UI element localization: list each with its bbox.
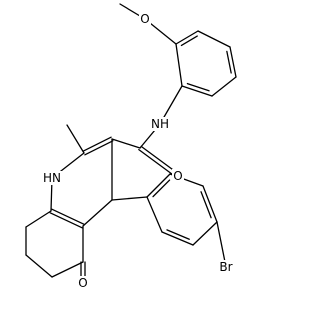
bond-a3-a4-inner [226, 50, 232, 74]
bond-a5-a6 [181, 85, 213, 97]
atom-label-amide-o: O [173, 169, 182, 183]
bond-a1-a2-inner-group [180, 35, 198, 47]
bond-a1-a2-inner [180, 35, 198, 47]
atom-label-ring-n: HN [43, 171, 61, 185]
bond-a6-a1 [175, 43, 183, 87]
bond-a2-a3-group [197, 30, 231, 48]
bond-b1-b2-inner [152, 179, 171, 198]
bond-b4-b5 [192, 221, 218, 246]
atom-label-bromine: Br [219, 260, 232, 274]
bond-lines [25, 3, 237, 284]
bond-a5-a6-inner [186, 82, 210, 92]
bond-b5-b6-inner [166, 229, 190, 240]
bond-c6-c5-group [51, 261, 84, 278]
bond-a1-a2-group [175, 30, 199, 45]
bond-b1-b2 [146, 173, 171, 198]
bond-b4-br-group [216, 221, 227, 268]
bond-c2-ch3-group [66, 124, 85, 154]
bond-c4a-c8a-a [51, 208, 85, 225]
bond-a4-a5-group [211, 76, 237, 97]
bond-c3-c2-b [84, 140, 114, 156]
bond-c2-ch3 [66, 124, 85, 154]
bond-a5-a6-group [181, 85, 213, 97]
atom-label-amide-o-bg [172, 169, 184, 183]
bond-b6-b1 [146, 196, 163, 233]
bond-c4a-c8a-a-group [51, 208, 85, 225]
bond-c3-c2-a-group [82, 136, 112, 152]
bond-c4-b1 [111, 196, 148, 201]
bond-c10-oa-a-group [138, 148, 178, 179]
bond-a5-a6-inner-group [186, 82, 210, 92]
atom-label-methoxy-o: O [140, 12, 149, 26]
chemical-structure-diagram: O NH O HN O Br [25, 3, 237, 290]
bond-c7-c6 [25, 254, 53, 278]
atom-label-ketone-o: O [78, 276, 87, 290]
bond-c8a-c8-group [25, 210, 52, 228]
bond-a1-a2 [175, 30, 199, 45]
bond-a2-a3 [197, 30, 231, 48]
bond-c4a-c8a-b-group [49, 212, 83, 229]
bond-c10-c3-group [111, 138, 141, 149]
bond-c6-c5 [51, 261, 84, 278]
atom-label-amide-n-bg [149, 117, 171, 131]
bond-a3-a4 [229, 46, 237, 78]
bond-c4-b1-group [111, 196, 148, 201]
bond-c4a-c8a-b [49, 212, 83, 229]
atom-label-bromine-bg [216, 260, 236, 274]
bond-b3-b4-inner [200, 191, 212, 219]
bond-b3-b4-group [202, 185, 218, 223]
bond-c10-oa-a [138, 148, 178, 179]
bond-a3-a4-group [229, 46, 237, 78]
bond-c4a-c4-group [82, 199, 113, 227]
bond-c3-c2-a [82, 136, 112, 152]
bond-b5-b6 [161, 231, 194, 246]
bond-a3-a4-inner-group [226, 50, 232, 74]
bond-b4-br [216, 221, 227, 268]
atom-labels: O NH O HN O Br [41, 12, 236, 290]
bond-b1-b2-group [146, 173, 171, 198]
bond-a4-a5 [211, 76, 237, 97]
bond-b4-b5-group [192, 221, 218, 246]
bond-a6-a1-group [175, 43, 183, 87]
atom-label-methoxy-o-bg [139, 12, 151, 26]
bond-b6-b1-group [146, 196, 163, 233]
bond-c8a-c8 [25, 210, 52, 228]
atom-label-ring-n-bg [41, 171, 63, 185]
bond-b3-b4 [202, 185, 218, 223]
atom-label-amide-n: NH [151, 117, 169, 131]
bond-b5-b6-inner-group [166, 229, 190, 240]
bond-c4a-c4 [82, 199, 113, 227]
bond-c10-c3 [111, 138, 141, 149]
bond-b3-b4-inner-group [200, 191, 212, 219]
bond-c7-c6-group [25, 254, 53, 278]
atom-label-ketone-o-bg [77, 276, 89, 290]
bond-b1-b2-inner-group [152, 179, 171, 198]
bond-b5-b6-group [161, 231, 194, 246]
bond-c3-c2-b-group [84, 140, 114, 156]
